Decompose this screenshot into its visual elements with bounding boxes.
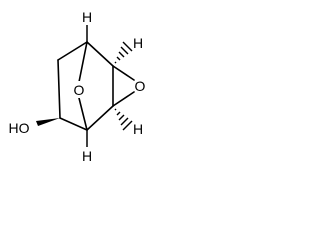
h-bottom-left-label: H xyxy=(82,148,92,164)
hashed-bond-c5-h xyxy=(114,108,133,131)
bond-c2-c3 xyxy=(57,59,61,119)
bond-c5-c4 xyxy=(86,105,114,131)
skeleton-bonds xyxy=(57,25,135,147)
wedge-bond-c3-oh xyxy=(36,118,60,126)
bond-c6-o-epoxide xyxy=(112,65,135,81)
bond-o-bridge-c4 xyxy=(78,97,88,131)
h-top-left-label: H xyxy=(82,9,92,25)
epoxide-oxygen-label: O xyxy=(135,78,146,94)
bond-c1-o-bridge xyxy=(78,41,88,83)
bond-c1-c2 xyxy=(57,41,88,61)
hashed-bond-c6-h xyxy=(114,41,133,64)
bond-c3-c4 xyxy=(59,117,88,131)
h-top-right-label: H xyxy=(133,35,143,51)
bond-c1-c6 xyxy=(86,41,114,67)
bond-c5-o-epoxide xyxy=(112,91,135,107)
h-bottom-right-label: H xyxy=(133,121,143,137)
hydroxyl-label: HO xyxy=(9,120,30,136)
chemical-structure: O O HO H H H H xyxy=(9,9,146,164)
bridge-oxygen-label: O xyxy=(74,82,85,98)
